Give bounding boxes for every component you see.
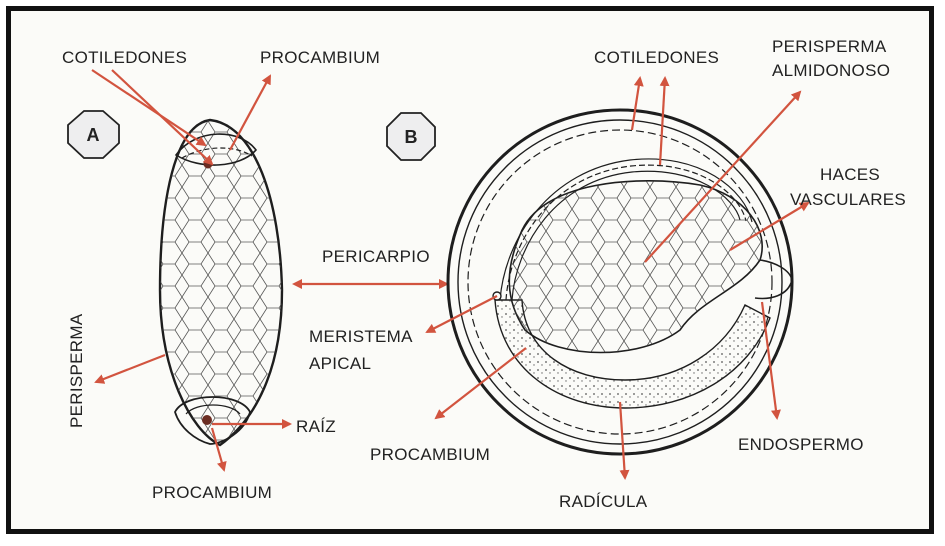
- label-raiz: RAÍZ: [296, 417, 336, 436]
- label-radicula: RADÍCULA: [559, 492, 648, 511]
- panel-b-badge: B: [387, 113, 435, 160]
- panel-b-badge-letter: B: [405, 127, 418, 147]
- label-cotiledones-a: COTILEDONES: [62, 48, 187, 67]
- label-endospermo: ENDOSPERMO: [738, 435, 864, 454]
- label-perisperma-a: PERISPERMA: [67, 313, 86, 428]
- label-haces-line2: VASCULARES: [790, 190, 906, 209]
- panel-a-badge: A: [68, 111, 119, 158]
- panel-a-badge-letter: A: [87, 125, 100, 145]
- seed-a-drawing: [150, 110, 290, 450]
- label-perisperma-line1: PERISPERMA: [772, 37, 887, 56]
- label-meristema-line1: MERISTEMA: [309, 327, 413, 346]
- label-cotiledones-b: COTILEDONES: [594, 48, 719, 67]
- label-perisperma-line2: ALMIDONOSO: [772, 61, 890, 80]
- panel-b: B COTIL: [309, 37, 906, 511]
- label-procambium-b: PROCAMBIUM: [370, 445, 490, 464]
- panel-a: A COTILEDONES PROCAMBIUM PERISPERMA RAÍZ: [62, 48, 380, 502]
- label-procambium-a-bottom: PROCAMBIUM: [152, 483, 272, 502]
- label-pericarpio: PERICARPIO: [322, 247, 430, 266]
- label-meristema-line2: APICAL: [309, 354, 371, 373]
- pericarpio-callout: PERICARPIO: [300, 247, 447, 284]
- label-procambium-a-top: PROCAMBIUM: [260, 48, 380, 67]
- label-haces-line1: HACES: [820, 165, 880, 184]
